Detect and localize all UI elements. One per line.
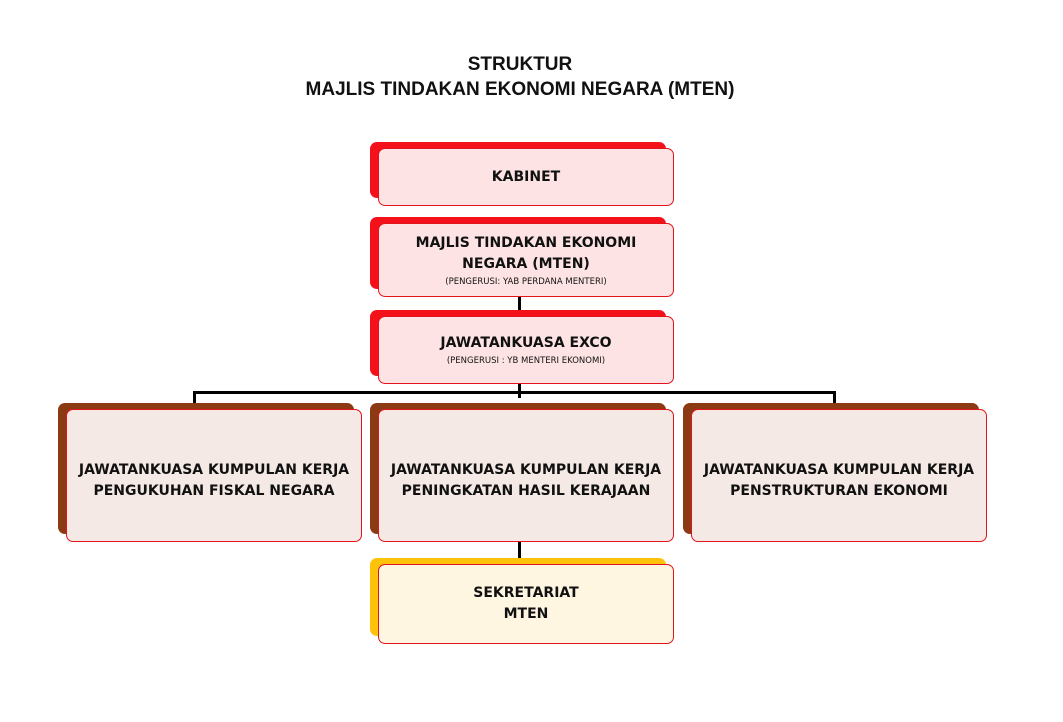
node-jkk-ekonomi: JAWATANKUASA KUMPULAN KERJA PENSTRUKTURA… xyxy=(683,403,987,542)
connector-branch-left xyxy=(193,391,196,403)
connector-branch-horizontal xyxy=(193,391,836,394)
node-mten-label-line2: NEGARA (MTEN) xyxy=(462,255,590,272)
node-jkk-kerajaan: JAWATANKUASA KUMPULAN KERJA PENINGKATAN … xyxy=(370,403,674,542)
connector-mten-exco xyxy=(518,296,521,310)
node-sekretariat-label-line1: SEKRETARIAT xyxy=(473,585,579,601)
node-jkk-ekonomi-label-line1: JAWATANKUASA KUMPULAN KERJA xyxy=(703,462,975,478)
node-sekretariat: SEKRETARIAT MTEN xyxy=(370,558,674,644)
node-mten: MAJLIS TINDAKAN EKONOMI NEGARA (MTEN) (P… xyxy=(370,217,674,297)
node-sekretariat-label-line2: MTEN xyxy=(503,606,549,622)
node-exco-box: JAWATANKUASA EXCO (PENGERUSI : YB MENTER… xyxy=(378,316,674,384)
node-exco-label: JAWATANKUASA EXCO xyxy=(440,335,612,351)
node-mten-box: MAJLIS TINDAKAN EKONOMI NEGARA (MTEN) (P… xyxy=(378,223,674,297)
node-sekretariat-box: SEKRETARIAT MTEN xyxy=(378,564,674,644)
node-mten-chair: (PENGERUSI: YAB PERDANA MENTERI) xyxy=(445,276,607,287)
node-jkk-kerajaan-label-line1: JAWATANKUASA KUMPULAN KERJA xyxy=(390,462,662,478)
node-jkk-ekonomi-label-line2: PENSTRUKTURAN EKONOMI xyxy=(730,483,948,499)
node-jkk-fiskal-label-line1: JAWATANKUASA KUMPULAN KERJA xyxy=(78,462,350,478)
chart-title-line2: MAJLIS TINDAKAN EKONOMI NEGARA (MTEN) xyxy=(305,79,735,100)
node-jkk-fiskal-label-line2: PENGUKUHAN FISKAL NEGARA xyxy=(93,483,335,499)
node-kabinet: KABINET xyxy=(370,142,674,206)
node-exco-chair: (PENGERUSI : YB MENTERI EKONOMI) xyxy=(446,356,606,366)
node-jkk-fiskal: JAWATANKUASA KUMPULAN KERJA PENGUKUHAN F… xyxy=(58,403,362,542)
node-jkk-ekonomi-box: JAWATANKUASA KUMPULAN KERJA PENSTRUKTURA… xyxy=(691,409,987,542)
chart-title-line1: STRUKTUR xyxy=(467,54,573,75)
node-jkk-kerajaan-box: JAWATANKUASA KUMPULAN KERJA PENINGKATAN … xyxy=(378,409,674,542)
node-kabinet-label: KABINET xyxy=(491,168,561,185)
node-kabinet-box: KABINET xyxy=(378,148,674,206)
connector-branch-right xyxy=(833,391,836,403)
node-jkk-kerajaan-label-line2: PENINGKATAN HASIL KERAJAAN xyxy=(401,483,651,499)
node-mten-label-line1: MAJLIS TINDAKAN EKONOMI xyxy=(415,234,637,251)
connector-to-sekretariat xyxy=(518,541,521,558)
node-exco: JAWATANKUASA EXCO (PENGERUSI : YB MENTER… xyxy=(370,310,674,384)
node-jkk-fiskal-box: JAWATANKUASA KUMPULAN KERJA PENGUKUHAN F… xyxy=(66,409,362,542)
